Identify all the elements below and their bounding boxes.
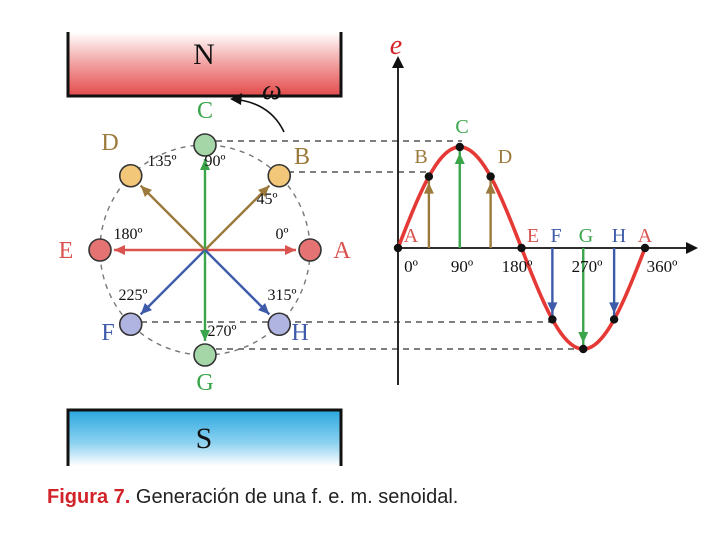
curve-dot (393, 243, 403, 253)
caption-label: Figura 7. (47, 486, 131, 508)
y-axis-label: e (390, 30, 402, 61)
angle-label-h: 315º (268, 287, 297, 304)
x-tick-label: 360º (647, 257, 678, 276)
angle-label-a: 0º (276, 226, 289, 243)
arrowhead-icon (454, 153, 465, 164)
figure-caption: Figura 7. Generación de una f. e. m. sen… (47, 486, 458, 509)
rotation-arrowhead-icon (230, 93, 242, 105)
conductor-c (193, 133, 217, 157)
curve-dot (609, 315, 619, 324)
conductor-d (118, 163, 143, 188)
curve-dot (548, 315, 557, 324)
point-label-e: E (59, 238, 74, 264)
phasor-b: B 45º (204, 144, 310, 251)
arrowhead-icon (423, 182, 434, 194)
phasor-arrow-d (139, 184, 206, 251)
point-label-b: B (294, 144, 310, 170)
angle-label-e: 180º (114, 226, 143, 243)
phasor-arrow-h (204, 249, 271, 316)
conductor-b (267, 163, 292, 188)
arrowhead-icon (140, 303, 152, 315)
wave-point-f: F (547, 225, 562, 324)
curve-dot (517, 243, 526, 253)
phasor-h: H 315º (204, 249, 309, 346)
wave-label-a: A (404, 225, 419, 247)
arrowhead-icon (200, 330, 210, 341)
arrowhead-icon (114, 245, 125, 255)
wave-label-a: A (638, 225, 653, 247)
wave-point-a: A (638, 225, 653, 253)
south-magnet: S (66, 408, 343, 466)
wave-point-g: G (578, 225, 593, 354)
omega-label: ω (262, 75, 282, 106)
curve-dot (424, 172, 434, 181)
arrowhead-icon (547, 302, 558, 314)
wave-point-d: D (485, 146, 512, 248)
wave-point-h: H (609, 225, 626, 324)
wave-label-e: E (527, 225, 539, 247)
arrowhead-icon (609, 302, 620, 314)
wave-label-g: G (579, 225, 593, 247)
point-label-f: F (101, 320, 114, 346)
arrowhead-icon (258, 185, 270, 197)
point-label-h: H (291, 320, 308, 346)
conductor-e (88, 238, 112, 262)
phasor-g: G 270º (193, 250, 237, 396)
arrowhead-icon (578, 332, 589, 343)
projection-lines (130, 140, 587, 350)
x-tick-label: 0º (404, 257, 418, 276)
wave-label-d: D (498, 146, 512, 168)
conductor-g (193, 343, 217, 367)
north-magnet: N (66, 32, 343, 98)
conductor-a (298, 238, 322, 262)
curve-dot (486, 172, 495, 181)
wave-point-e: E (517, 225, 539, 253)
wave-label-f: F (550, 225, 561, 247)
point-label-g: G (196, 370, 213, 396)
arrowhead-icon (485, 182, 496, 194)
x-tick-label: 180º (502, 257, 533, 276)
arrowhead-icon (285, 245, 296, 255)
angle-label-c: 90º (205, 153, 226, 170)
phasor-arrow-b (204, 184, 271, 251)
wave-point-a: A (393, 225, 419, 253)
phasor-arrow-f (139, 249, 206, 316)
conductor-h (267, 312, 292, 337)
curve-dot (579, 344, 588, 354)
arrowhead-icon (258, 303, 270, 315)
north-pole-label: N (193, 38, 215, 71)
caption-text: Generación de una f. e. m. senoidal. (130, 486, 459, 508)
wave-label-h: H (612, 225, 626, 247)
phasor-d: D 135º (101, 130, 206, 251)
arrowhead-icon (200, 159, 210, 170)
curve-dot (455, 142, 464, 152)
wave-point-b: B (414, 146, 434, 248)
wave-label-c: C (455, 116, 468, 138)
point-label-a: A (333, 238, 351, 264)
point-label-c: C (197, 98, 213, 124)
wave-label-b: B (414, 146, 427, 168)
x-tick-label: 90º (451, 257, 473, 276)
phasor-e: E 180º (59, 226, 205, 264)
angle-label-f: 225º (119, 287, 148, 304)
arrowhead-icon (140, 185, 152, 197)
phasor-f: F 225º (101, 249, 206, 346)
angle-label-d: 135º (148, 153, 177, 170)
angle-label-g: 270º (208, 323, 237, 340)
angle-label-b: 45º (257, 191, 278, 208)
rotation-indicator: ω (230, 75, 285, 133)
x-tick-label: 270º (572, 257, 603, 276)
wave-point-c: C (454, 116, 469, 248)
point-label-d: D (101, 130, 118, 156)
curve-dot (640, 243, 650, 253)
phasor-c: C 90º (193, 98, 226, 250)
conductor-f (118, 312, 143, 337)
south-pole-label: S (196, 422, 213, 455)
phasor-a: A 0º (205, 226, 351, 264)
